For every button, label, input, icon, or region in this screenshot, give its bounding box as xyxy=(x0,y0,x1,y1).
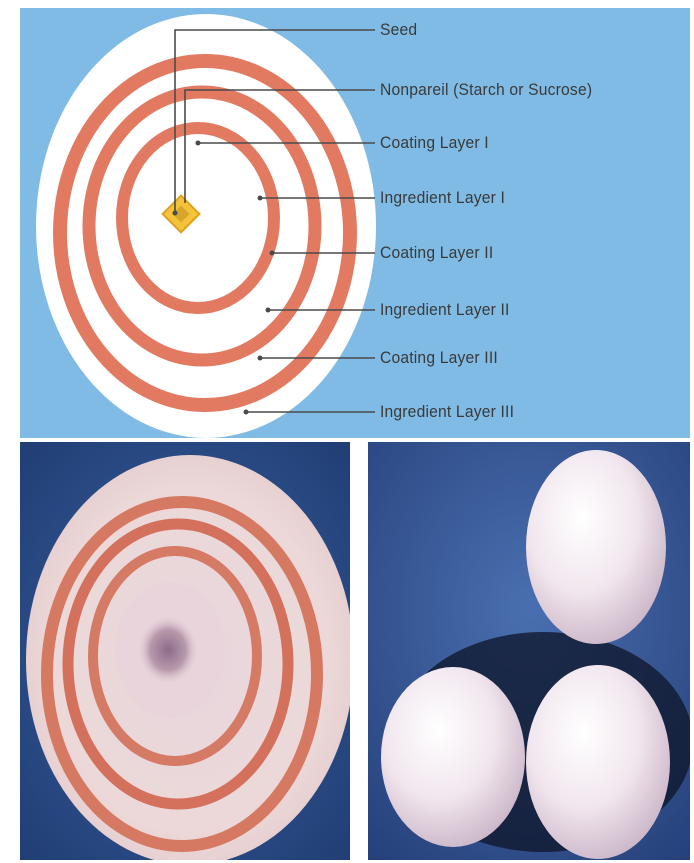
label-coating-layer-2: Coating Layer II xyxy=(380,243,493,263)
label-coating-layer-1: Coating Layer I xyxy=(380,133,489,153)
label-coating-layer-3: Coating Layer III xyxy=(380,348,498,368)
schematic-panel: Seed Nonpareil (Starch or Sucrose) Coati… xyxy=(20,8,690,438)
cross-section-image xyxy=(20,442,350,860)
schematic-diagram xyxy=(20,8,690,438)
whole-pellets-image xyxy=(368,442,690,860)
cross-section-photo xyxy=(20,442,350,860)
label-ingredient-layer-1: Ingredient Layer I xyxy=(380,188,505,208)
label-ingredient-layer-3: Ingredient Layer III xyxy=(380,402,514,422)
label-seed: Seed xyxy=(380,20,417,40)
label-nonpareil: Nonpareil (Starch or Sucrose) xyxy=(380,80,592,100)
label-ingredient-layer-2: Ingredient Layer II xyxy=(380,300,510,320)
whole-pellets-photo xyxy=(368,442,690,860)
